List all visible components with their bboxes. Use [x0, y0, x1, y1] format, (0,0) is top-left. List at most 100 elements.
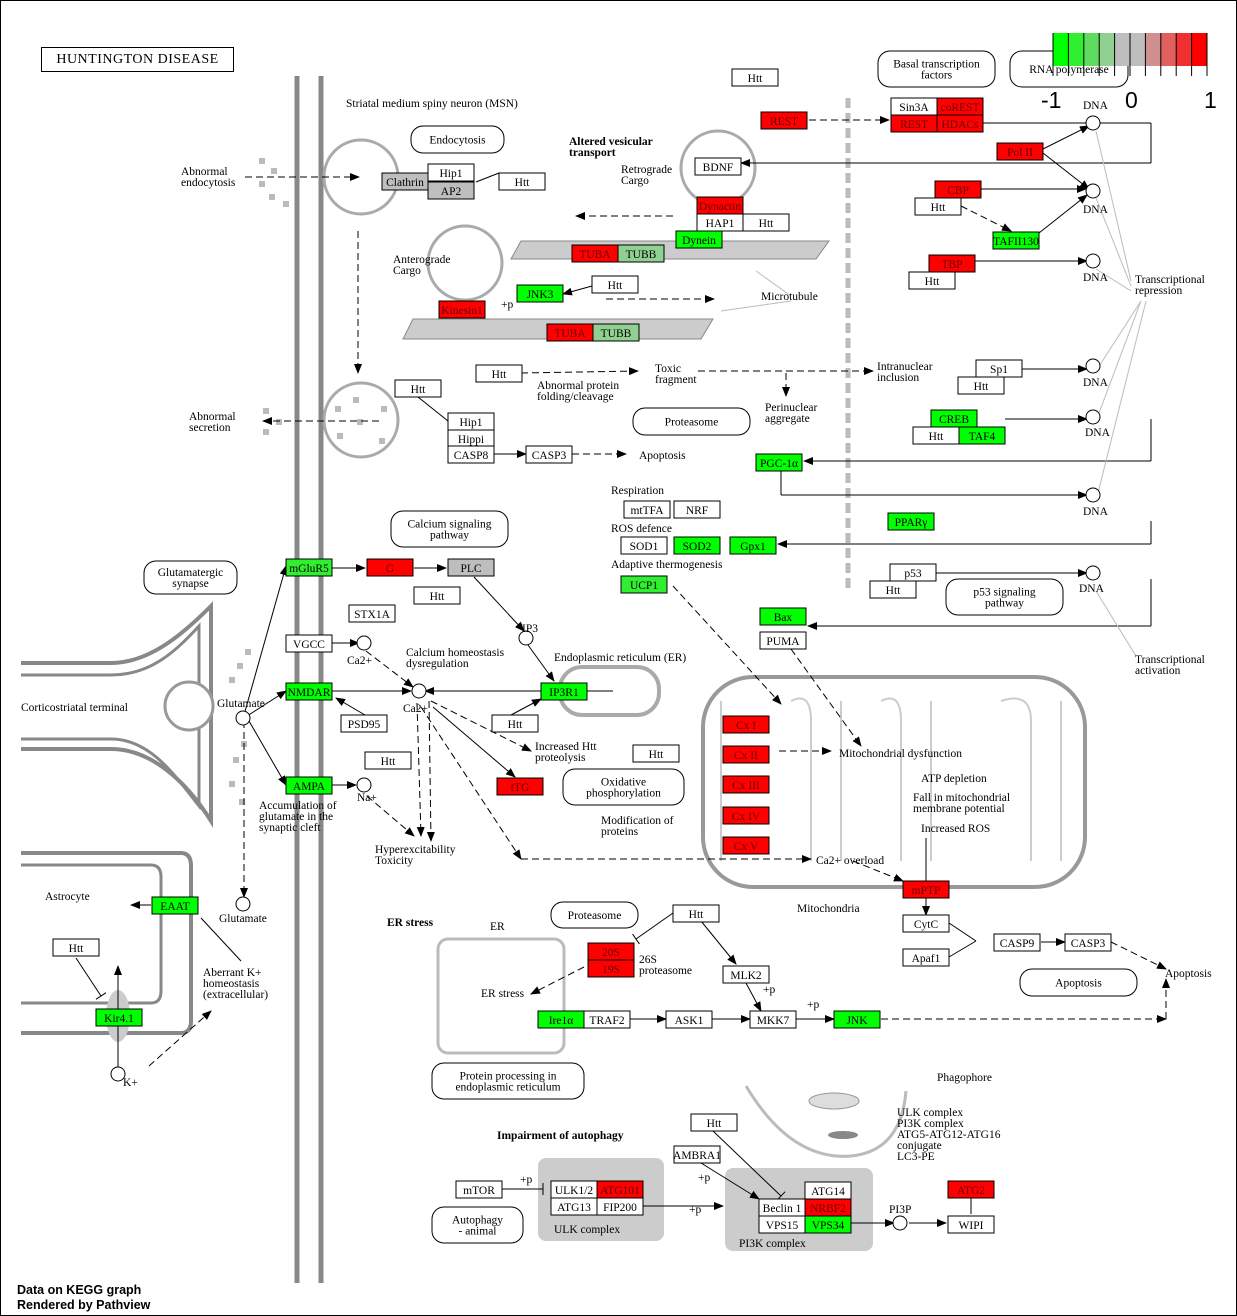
gene-box[interactable]	[498, 172, 546, 191]
gene-box[interactable]	[958, 426, 1006, 445]
gene-box[interactable]	[749, 1010, 797, 1029]
gene-box[interactable]	[620, 575, 668, 594]
gene-box[interactable]	[722, 806, 770, 825]
gene-node-wipi[interactable]: WIPI	[947, 1215, 995, 1234]
gene-box[interactable]	[722, 836, 770, 855]
pathway-link-box[interactable]	[431, 1062, 585, 1100]
gene-box[interactable]	[665, 1010, 713, 1029]
gene-node-htt[interactable]: Htt	[52, 938, 100, 957]
gene-box[interactable]	[673, 1145, 721, 1164]
gene-box[interactable]	[455, 1180, 503, 1199]
gene-node-tubb[interactable]: TUBB	[592, 323, 640, 342]
gene-box[interactable]	[947, 1180, 995, 1199]
gene-node-htt[interactable]: Htt	[957, 376, 1005, 395]
gene-box[interactable]	[540, 682, 588, 701]
gene-node-tuba[interactable]: TUBA	[571, 244, 619, 263]
gene-box[interactable]	[996, 142, 1044, 161]
gene-box[interactable]	[596, 1197, 644, 1216]
compound-node[interactable]	[110, 1066, 126, 1082]
gene-box[interactable]	[902, 880, 950, 899]
gene-box[interactable]	[755, 453, 803, 472]
compound-node[interactable]	[1085, 487, 1101, 503]
pathway-link-autophagy-animal[interactable]: Autophagy- animal	[431, 1206, 524, 1244]
gene-node-rest[interactable]: REST	[760, 111, 808, 130]
gene-node-cx-i[interactable]: Cx I	[722, 715, 770, 734]
gene-node-stx1a[interactable]: STX1A	[348, 604, 396, 623]
gene-node-htt[interactable]: Htt	[632, 744, 680, 763]
gene-node-bdnf[interactable]: BDNF	[694, 157, 742, 176]
gene-box[interactable]	[672, 904, 720, 923]
gene-box[interactable]	[617, 244, 665, 263]
gene-node-atg13[interactable]: ATG13	[550, 1197, 598, 1216]
gene-node-htt[interactable]: Htt	[912, 426, 960, 445]
gene-box[interactable]	[722, 745, 770, 764]
gene-box[interactable]	[804, 1215, 852, 1234]
gene-box[interactable]	[992, 231, 1040, 250]
gene-box[interactable]	[993, 933, 1041, 952]
gene-node-apaf1[interactable]: Apaf1	[902, 948, 950, 967]
gene-node-htt[interactable]: Htt	[364, 751, 412, 770]
gene-node-hip1[interactable]: Hip1	[427, 163, 475, 182]
gene-box[interactable]	[947, 1215, 995, 1234]
compound-node[interactable]	[1085, 358, 1101, 374]
gene-box[interactable]	[760, 111, 808, 130]
gene-node-ulk1-2[interactable]: ULK1/2	[550, 1180, 598, 1199]
gene-node-ire1-[interactable]: Ire1α	[537, 1010, 585, 1029]
gene-box[interactable]	[366, 558, 414, 577]
gene-node-corest[interactable]: coREST	[936, 97, 984, 116]
pathway-link-box[interactable]	[143, 560, 238, 595]
gene-box[interactable]	[957, 376, 1005, 395]
gene-box[interactable]	[722, 715, 770, 734]
gene-box[interactable]	[52, 938, 100, 957]
pathway-link-box[interactable]	[550, 901, 639, 929]
gene-node-nmdar[interactable]: NMDAR	[285, 682, 333, 701]
gene-node-gpx1[interactable]: Gpx1	[729, 536, 777, 555]
gene-box[interactable]	[869, 580, 917, 599]
gene-node-kinesin1[interactable]: Kinesin1	[438, 300, 486, 319]
gene-node-jnk[interactable]: JNK	[833, 1010, 881, 1029]
gene-node-atg14[interactable]: ATG14	[804, 1181, 852, 1200]
gene-box[interactable]	[475, 364, 523, 383]
gene-node-eaat[interactable]: EAAT	[151, 896, 199, 915]
compound-node[interactable]	[1085, 565, 1101, 581]
gene-box[interactable]	[413, 586, 461, 605]
gene-node-creb[interactable]: CREB	[930, 409, 978, 428]
gene-node-rest[interactable]: REST	[890, 114, 938, 133]
gene-box[interactable]	[759, 631, 807, 650]
gene-node-cx-v[interactable]: Cx V	[722, 836, 770, 855]
gene-box[interactable]	[364, 751, 412, 770]
gene-box[interactable]	[690, 1113, 738, 1132]
pathway-link-endocytosis[interactable]: Endocytosis	[410, 125, 505, 154]
gene-box[interactable]	[348, 604, 396, 623]
gene-box[interactable]	[427, 181, 475, 200]
gene-node-cx-iii[interactable]: Cx III	[722, 775, 770, 794]
gene-box[interactable]	[394, 379, 442, 398]
gene-node-nrf[interactable]: NRF	[673, 500, 721, 519]
gene-box[interactable]	[902, 948, 950, 967]
gene-node-cytc[interactable]: CytC	[902, 914, 950, 933]
gene-node-htt[interactable]: Htt	[491, 714, 539, 733]
gene-box[interactable]	[95, 1008, 143, 1027]
gene-node-tafii130[interactable]: TAFII130	[992, 231, 1040, 250]
gene-box[interactable]	[759, 607, 807, 626]
gene-node-sin3a[interactable]: Sin3A	[890, 97, 938, 116]
gene-node-hdacs[interactable]: HDACs	[936, 114, 984, 133]
gene-box[interactable]	[438, 300, 486, 319]
gene-node-taf4[interactable]: TAF4	[958, 426, 1006, 445]
gene-node-tuba[interactable]: TUBA	[546, 323, 594, 342]
gene-node-vps15[interactable]: VPS15	[758, 1215, 806, 1234]
gene-node-casp3[interactable]: CASP3	[525, 445, 573, 464]
gene-node-bax[interactable]: Bax	[759, 607, 807, 626]
gene-box[interactable]	[623, 500, 671, 519]
gene-node-cbp[interactable]: CBP	[934, 180, 982, 199]
gene-node-htt[interactable]: Htt	[742, 213, 790, 232]
gene-box[interactable]	[340, 714, 388, 733]
gene-box[interactable]	[731, 68, 779, 87]
pathway-link-box[interactable]	[431, 1206, 524, 1244]
gene-node-htt[interactable]: Htt	[908, 271, 956, 290]
gene-node-htt[interactable]: Htt	[498, 172, 546, 191]
